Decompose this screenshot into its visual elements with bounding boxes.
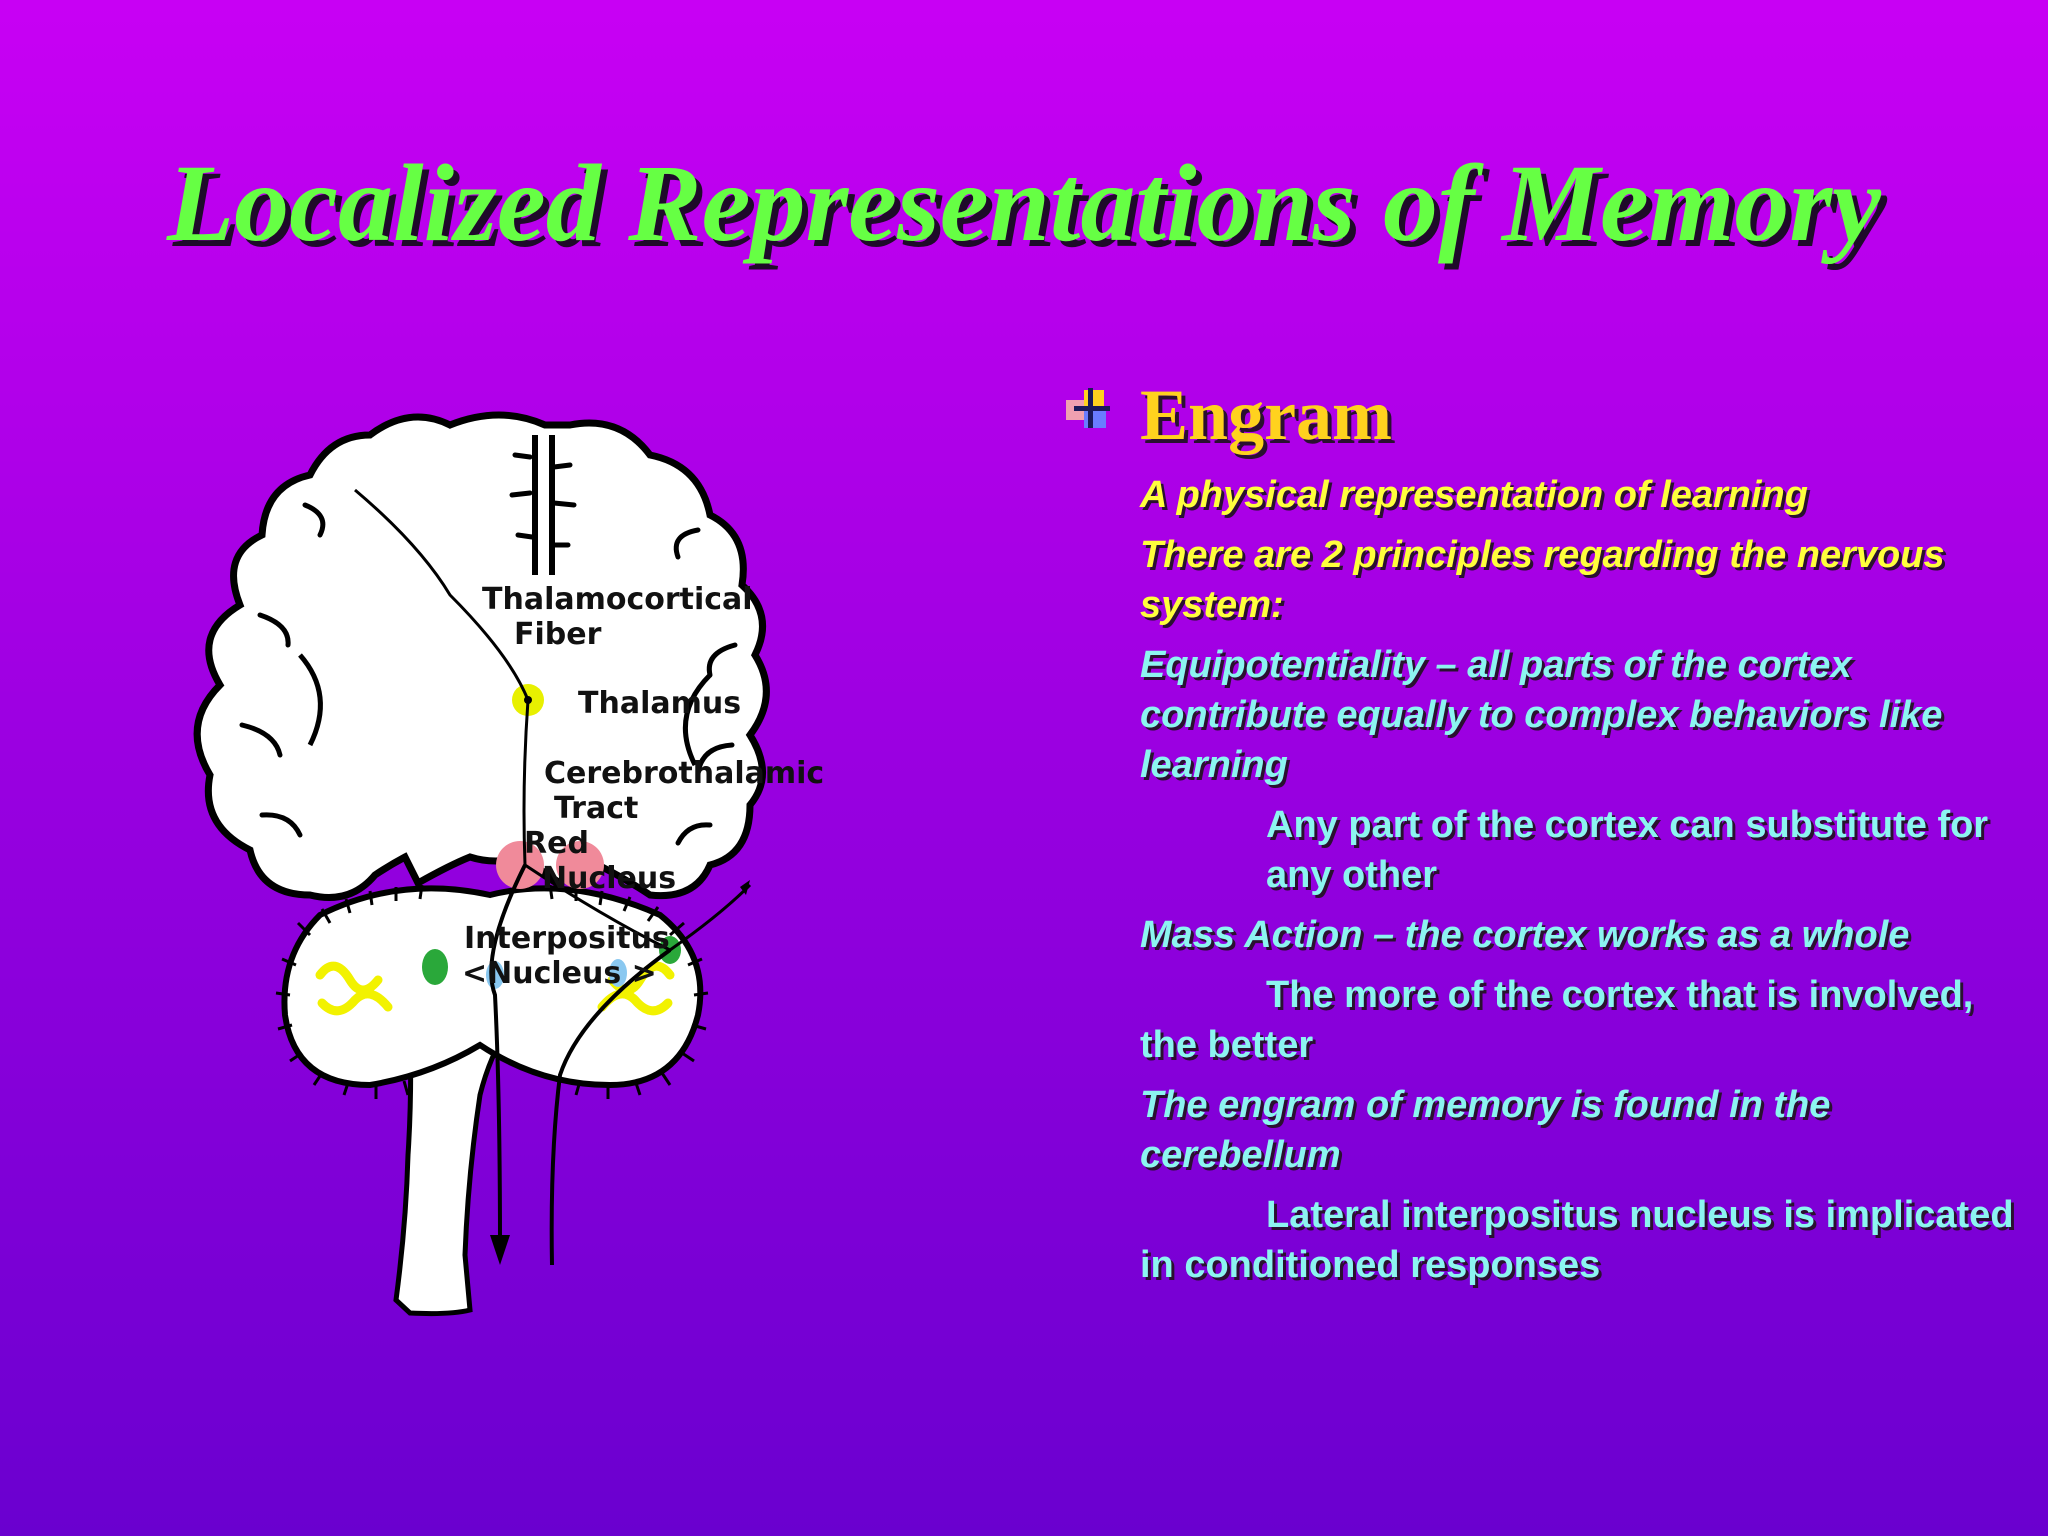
engram-mass-action-detail: The more of the cortex that is involved,… — [1140, 974, 1974, 1066]
square-cross-bullet-icon — [1062, 386, 1116, 432]
cerebellar-folia-left — [315, 961, 393, 1016]
label-tract: Tract — [554, 791, 638, 826]
brain-diagram: Thalamocortical Fiber Thalamus Cerebroth… — [150, 395, 950, 1335]
label-thalamus: Thalamus — [578, 686, 741, 721]
brain-illustration: Thalamocortical Fiber Thalamus Cerebroth… — [193, 411, 824, 1317]
engram-mass-action: Mass Action – the cortex works as a whol… — [1140, 914, 1910, 956]
label-red: Red — [524, 826, 589, 861]
engram-definition: A physical representation of learning — [1140, 474, 1808, 516]
label-interpositus-nucleus: <Nucleus > — [462, 956, 657, 991]
red-nucleus-left — [496, 841, 544, 889]
thalamocortical-pathway — [354, 488, 530, 701]
engram-equipotentiality-detail: Any part of the cortex can substitute fo… — [1266, 804, 1989, 896]
engram-principles-intro: There are 2 principles regarding the ner… — [1140, 534, 1945, 626]
interpositus-nucleus-right-blue — [609, 959, 627, 987]
engram-heading: Engram — [1140, 375, 1392, 455]
red-nucleus-right — [556, 841, 604, 889]
label-interpositus: Interpositus — [464, 921, 670, 956]
cerebrothalamic-pathway — [522, 699, 752, 952]
slide-title: Localized Representations of Memory — [166, 142, 1882, 264]
descending-pathway — [489, 864, 527, 1246]
label-fiber: Fiber — [514, 617, 602, 652]
label-cerebrothalamic: Cerebrothalamic — [544, 756, 824, 791]
label-red-nucleus: Nucleus — [542, 861, 676, 896]
engram-cerebellum-detail: Lateral interpositus nucleus is implicat… — [1140, 1194, 2014, 1286]
interpositus-nucleus-left-green — [422, 949, 448, 985]
engram-cerebellum: The engram of memory is found in the cer… — [1140, 1084, 1831, 1176]
brain-stem — [393, 1022, 515, 1317]
label-thalamocortical: Thalamocortical — [482, 582, 753, 617]
engram-content: A physical representation of learning Th… — [1140, 470, 2020, 1300]
engram-equipotentiality: Equipotentiality – all parts of the cort… — [1140, 644, 1943, 786]
interpositus-pathway — [549, 948, 672, 1266]
cerebrum — [193, 411, 770, 901]
